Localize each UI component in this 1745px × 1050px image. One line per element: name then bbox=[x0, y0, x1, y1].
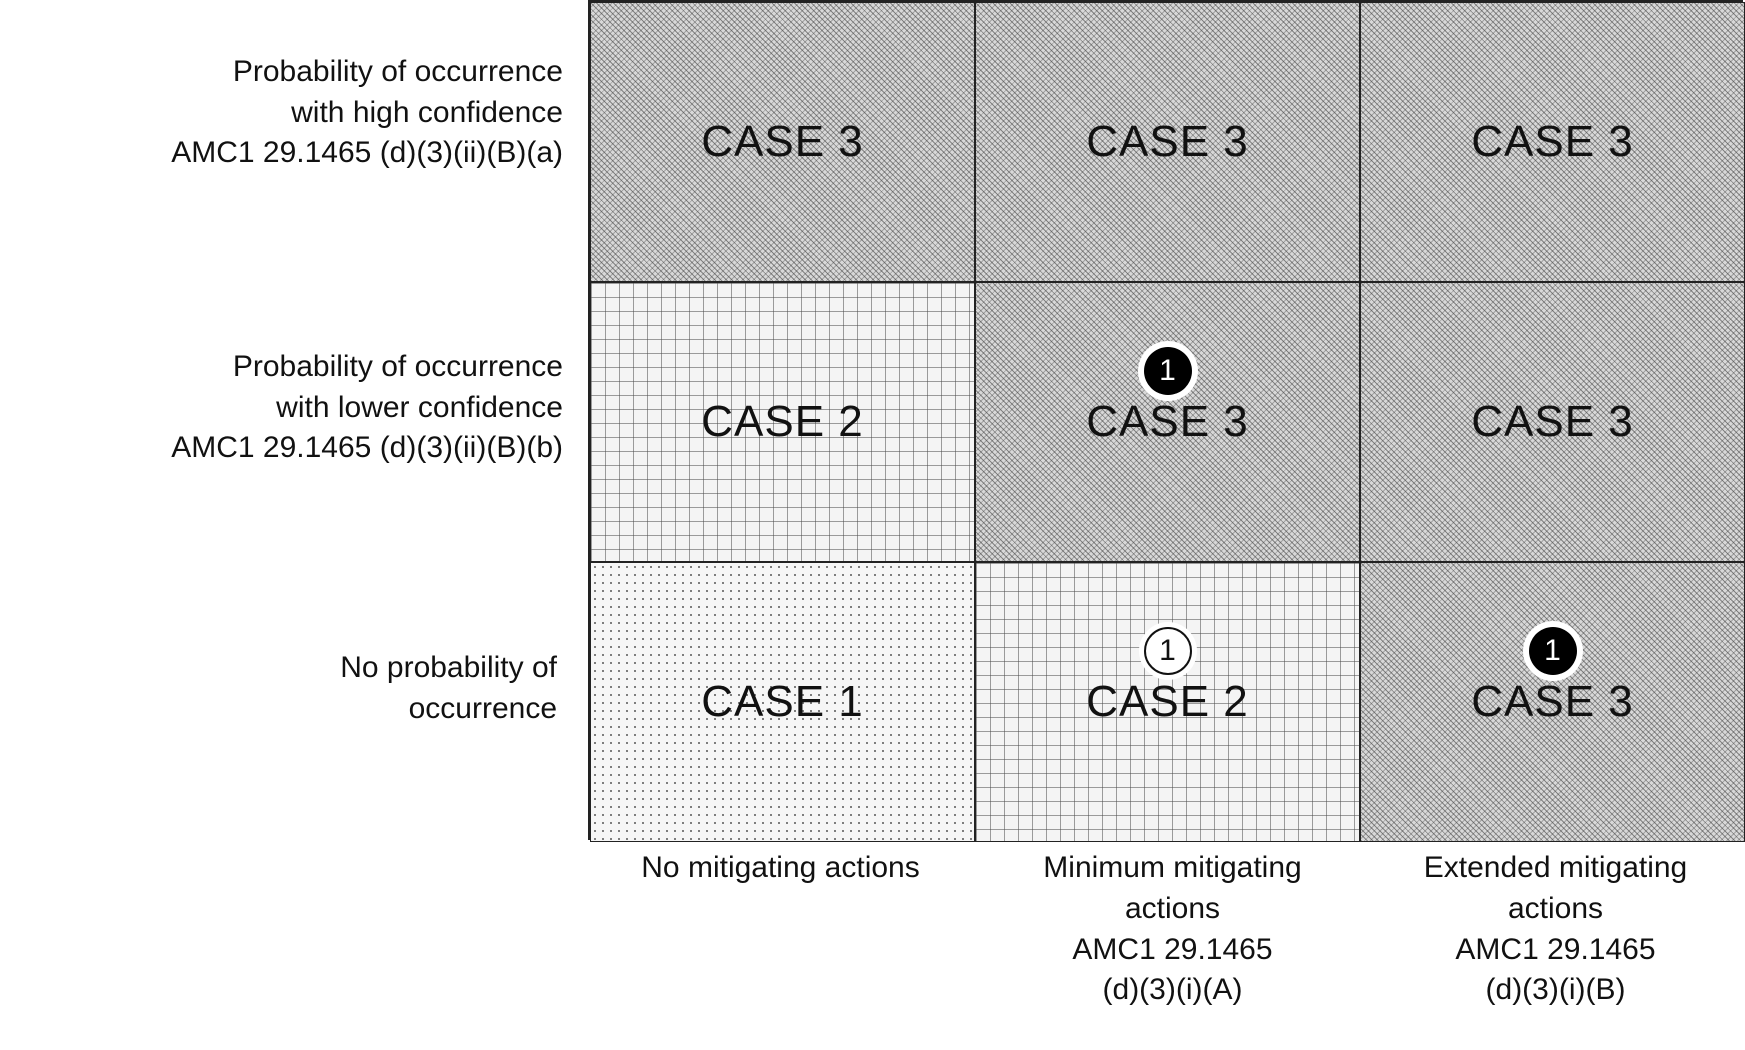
row-label-high-confidence: Probability of occurrence with high conf… bbox=[43, 52, 563, 174]
case-label: CASE 3 bbox=[1086, 117, 1249, 166]
case-label: CASE 2 bbox=[701, 397, 864, 446]
row-label-line: Probability of occurrence bbox=[232, 55, 563, 88]
column-label-minimum-mitigation: Minimum mitigating actions AMC1 29.1465 … bbox=[980, 848, 1365, 1011]
case-matrix: CASE 3 CASE 3 CASE 3 CASE 2 1 CASE 3 CAS… bbox=[588, 0, 1745, 842]
row-label-line: AMC1 29.1465 (d)(3)(ii)(B)(b) bbox=[171, 431, 563, 464]
row-label-lower-confidence: Probability of occurrence with lower con… bbox=[43, 347, 563, 469]
case-label: CASE 3 bbox=[1086, 397, 1249, 446]
case-label: CASE 3 bbox=[1471, 117, 1634, 166]
matrix-cell: CASE 3 bbox=[975, 2, 1360, 282]
matrix-cell: CASE 3 bbox=[590, 2, 975, 282]
column-label-line: No mitigating actions bbox=[641, 851, 920, 884]
column-label-line: Extended mitigating bbox=[1423, 851, 1688, 884]
case-label: CASE 1 bbox=[701, 677, 864, 726]
column-label-line: Minimum mitigating bbox=[1043, 851, 1302, 884]
case-label: CASE 3 bbox=[701, 117, 864, 166]
row-label-line: Probability of occurrence bbox=[232, 350, 563, 383]
case-label: CASE 3 bbox=[1471, 677, 1634, 726]
row-label-line: No probability of bbox=[340, 651, 557, 684]
matrix-cell: 1 CASE 3 bbox=[1360, 562, 1745, 842]
column-label-line: (d)(3)(i)(A) bbox=[1102, 973, 1243, 1007]
column-label-no-mitigation: No mitigating actions bbox=[588, 848, 973, 889]
column-label-line: (d)(3)(i)(B) bbox=[1485, 973, 1626, 1007]
matrix-cell: CASE 1 bbox=[590, 562, 975, 842]
row-label-line: occurrence bbox=[408, 691, 557, 725]
row-label-line: with high confidence bbox=[291, 95, 563, 129]
case-label: CASE 3 bbox=[1471, 397, 1634, 446]
case-label: CASE 2 bbox=[1086, 677, 1249, 726]
column-label-extended-mitigation: Extended mitigating actions AMC1 29.1465… bbox=[1363, 848, 1745, 1011]
matrix-cell: CASE 3 bbox=[1360, 2, 1745, 282]
matrix-cell: CASE 2 bbox=[590, 282, 975, 562]
row-label-line: with lower confidence bbox=[276, 390, 563, 424]
note-marker-filled-icon: 1 bbox=[1143, 347, 1192, 395]
note-marker-outline-icon: 1 bbox=[1143, 627, 1192, 675]
column-label-line: AMC1 29.1465 bbox=[1455, 932, 1656, 966]
column-label-line: AMC1 29.1465 bbox=[1072, 932, 1273, 966]
matrix-cell: 1 CASE 2 bbox=[975, 562, 1360, 842]
matrix-cell: CASE 3 bbox=[1360, 282, 1745, 562]
note-marker-filled-icon: 1 bbox=[1528, 627, 1577, 675]
column-label-line: actions bbox=[1124, 891, 1221, 925]
row-label-no-probability: No probability of occurrence bbox=[37, 648, 557, 729]
row-label-line: AMC1 29.1465 (d)(3)(ii)(B)(a) bbox=[171, 136, 563, 169]
matrix-cell: 1 CASE 3 bbox=[975, 282, 1360, 562]
column-label-line: actions bbox=[1507, 891, 1604, 925]
